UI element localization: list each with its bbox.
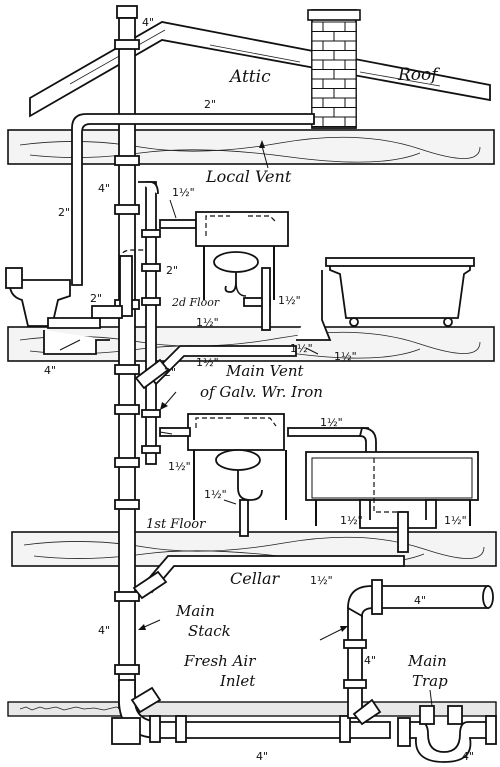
fresh-air-label-2: Inlet <box>219 672 256 690</box>
kitchen-sink <box>305 451 479 553</box>
first-floor-label: 1st Floor <box>146 517 206 532</box>
second-floor-board <box>7 326 495 362</box>
dim-stack-upper: 4" <box>98 182 110 195</box>
dim-main-vent-lower: 1½" <box>168 460 191 473</box>
dim-main-vent-upper: 1½" <box>196 356 219 369</box>
chimney-brick <box>333 50 357 61</box>
main-trap-label-2: Trap <box>412 672 448 690</box>
dim-local-vent-vertical: 2" <box>58 206 70 219</box>
lower-lavatory <box>159 413 287 537</box>
dim-main-vent-side: 2" <box>164 366 176 379</box>
main-stack-label-1: Main <box>175 602 215 620</box>
chimney-brick <box>322 97 346 108</box>
main-vent-material-label: of Galv. Wr. Iron <box>200 383 323 401</box>
chimney-brick <box>344 40 357 51</box>
dim-lav-lower-trap: 1½" <box>204 488 227 501</box>
dim-stack-lower: 4" <box>98 624 110 637</box>
dim-lavatory-upper-supply: 1½" <box>172 186 195 199</box>
chimney-brick <box>333 107 357 118</box>
chimney-brick <box>311 97 324 108</box>
dim-house-drain: 4" <box>256 750 268 763</box>
dim-sink-left: 1½" <box>340 514 363 527</box>
attic-label: Attic <box>228 67 271 87</box>
cellar-label: Cellar <box>230 569 280 588</box>
chimney-brick <box>311 21 324 32</box>
chimney-brick <box>344 59 357 70</box>
chimney-brick <box>311 31 335 42</box>
house-drain <box>111 679 391 745</box>
chimney-brick <box>311 69 335 80</box>
roof <box>29 21 491 118</box>
roof-label: Roof <box>397 65 440 85</box>
bathtub <box>296 257 475 341</box>
upper-lav-branch <box>119 219 197 317</box>
main-stack <box>114 5 140 709</box>
chimney-brick <box>322 40 346 51</box>
dim-lavatory-upper-branch: 2" <box>166 264 178 277</box>
chimney-brick <box>311 50 335 61</box>
local-vent-pipe <box>71 113 315 286</box>
main-stack-label-2: Stack <box>188 622 231 640</box>
leader-lines <box>59 140 433 707</box>
chimney <box>307 9 361 129</box>
chimney-brick <box>333 69 357 80</box>
dim-lav-vent-upper: 1½" <box>278 294 301 307</box>
chimney-brick <box>344 97 357 108</box>
attic-floor-board <box>7 129 495 165</box>
local-vent-label: Local Vent <box>205 167 292 186</box>
dim-fresh-air-vert: 4" <box>364 654 376 667</box>
dim-tub-vent: 1½" <box>334 350 357 363</box>
upper-lavatory <box>195 211 289 331</box>
chimney-brick <box>333 88 357 99</box>
second-floor-label: 2d Floor <box>171 296 220 309</box>
dim-local-vent-horizontal: 2" <box>204 98 216 111</box>
chimney-brick <box>311 40 324 51</box>
chimney-brick <box>322 78 346 89</box>
main-vent-pipe <box>134 181 297 465</box>
chimney-brick <box>311 59 324 70</box>
chimney-brick <box>344 21 357 32</box>
dim-tub-waste: 1½" <box>290 342 313 355</box>
chimney-brick <box>322 116 346 127</box>
chimney-brick <box>311 88 335 99</box>
chimney-brick <box>322 21 346 32</box>
dim-stack-top: 4" <box>142 16 154 29</box>
dim-trap-outlet: 4" <box>462 750 474 763</box>
dim-lav-lower-top: 1½" <box>320 416 343 429</box>
dim-lav-trap-upper: 1½" <box>196 316 219 329</box>
dim-closet-branch: 2" <box>90 292 102 305</box>
fresh-air-label-1: Fresh Air <box>183 652 256 670</box>
dim-closet-bend: 4" <box>44 364 56 377</box>
chimney-brick <box>344 116 357 127</box>
main-vent-label: Main Vent <box>225 362 305 380</box>
fresh-air-inlet <box>343 579 494 726</box>
dim-cellar-branch: 1½" <box>310 574 333 587</box>
dim-sink-right: 1½" <box>444 514 467 527</box>
main-trap-label-1: Main <box>407 652 447 670</box>
main-trap <box>397 705 497 763</box>
cellar-branch <box>132 555 405 600</box>
stack-hubs <box>114 39 140 675</box>
chimney-brick <box>333 31 357 42</box>
dim-fresh-air-horiz: 4" <box>414 594 426 607</box>
chimney-brick <box>322 59 346 70</box>
chimney-brick <box>311 107 335 118</box>
chimney-brick <box>344 78 357 89</box>
chimney-brick <box>311 78 324 89</box>
